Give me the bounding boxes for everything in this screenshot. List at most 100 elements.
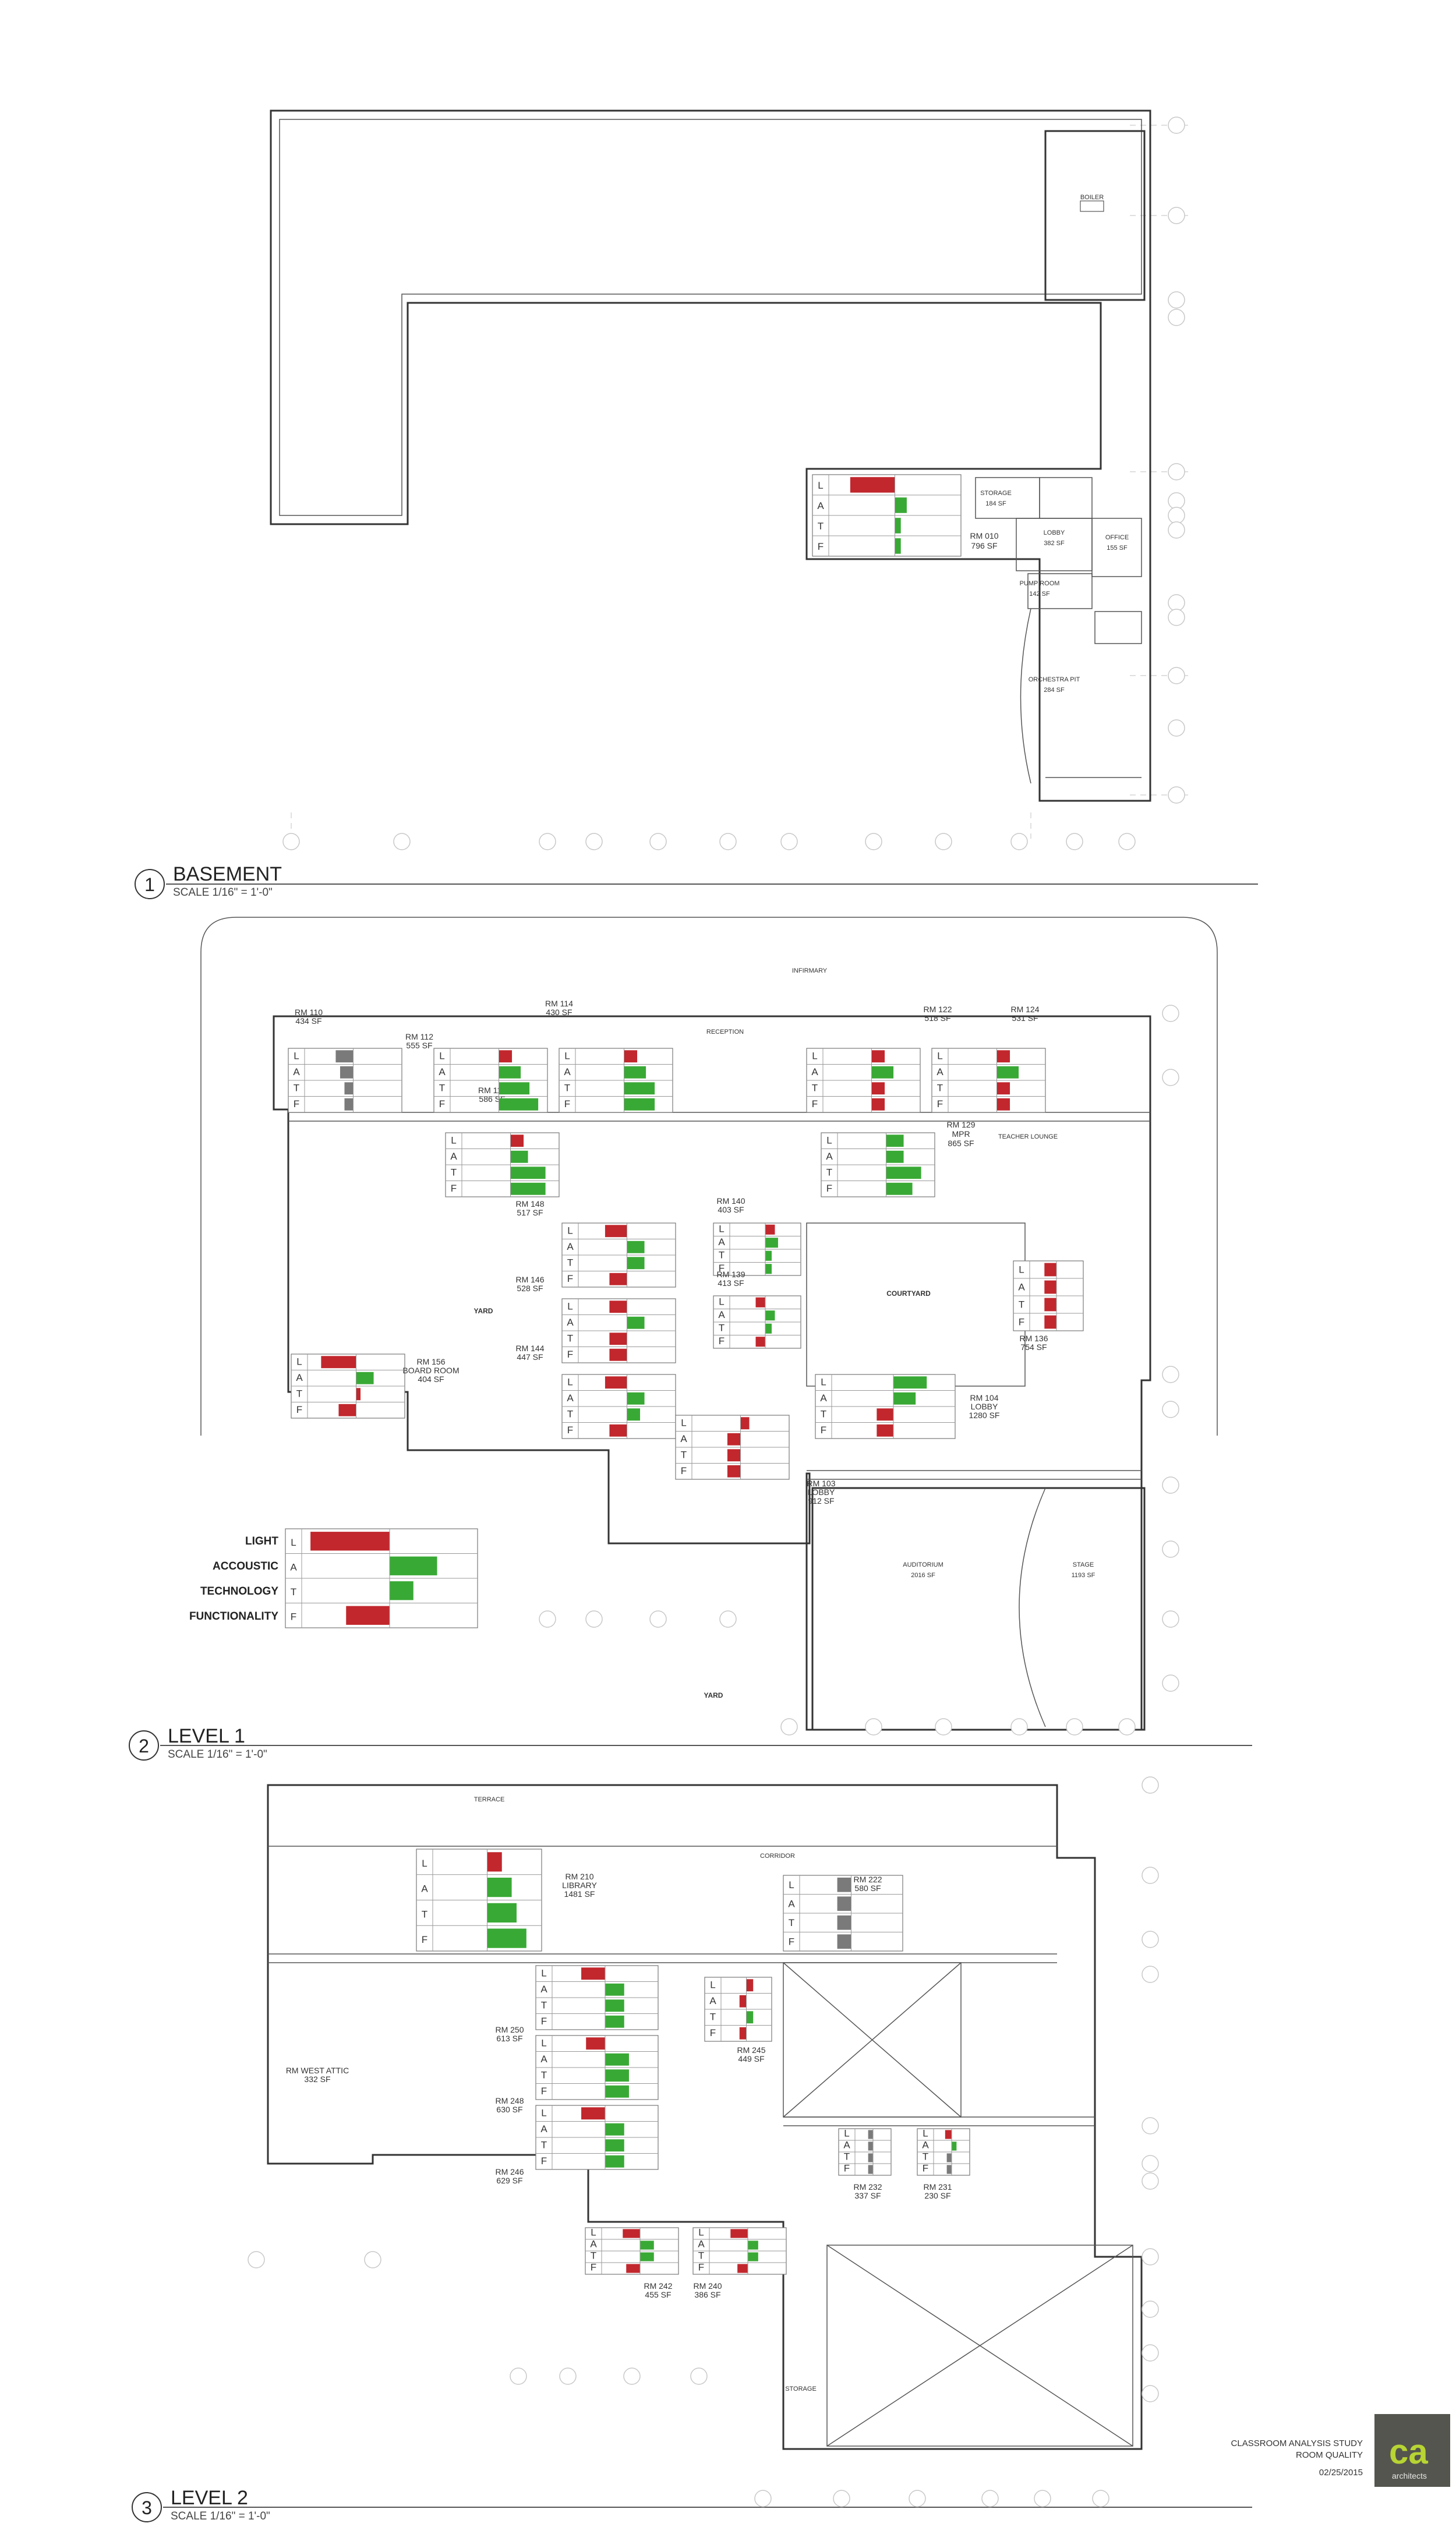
latf-letter-f-rm-222: F (789, 1936, 794, 1948)
ca-logo-mark: ca (1389, 2432, 1428, 2471)
room-area-rm-139: 413 SF (718, 1278, 744, 1288)
latf-bar-a-rm-114 (624, 1066, 646, 1079)
latf-letter-a-rm-103: A (680, 1433, 687, 1444)
latf-bar-f-rm-222 (837, 1934, 851, 1949)
latf-letter-l-rm-110: L (294, 1051, 299, 1062)
grid-bubble-row-2-10 (1142, 2385, 1159, 2402)
basement-grid (291, 125, 1188, 839)
grid-bubble-col-0-6 (780, 833, 798, 850)
room-area-rm-246: 629 SF (496, 2176, 522, 2185)
room-area-pump: 142 SF (1029, 591, 1050, 598)
room-area-rm-114: 430 SF (546, 1008, 572, 1017)
latf-bar-f-rm-124 (996, 1098, 1010, 1111)
latf-letter-f-rm-103: F (681, 1465, 687, 1476)
latf-bar-a-rm-139 (765, 1310, 775, 1321)
grid-bubble-col-5-2 (909, 2490, 926, 2507)
grid-bubble-col-0-9 (1010, 833, 1028, 850)
latf-bar-l-rm-210 (487, 1852, 502, 1872)
yard-label-south: YARD (704, 1691, 723, 1699)
latf-bar-l-rm-232 (868, 2130, 873, 2139)
room-area-rm-245: 449 SF (738, 2054, 764, 2063)
latf-bar-t-rm-110 (344, 1082, 354, 1095)
latf-bar-f-rm-010 (895, 538, 901, 554)
latf-bar-a-rm-246 (605, 2123, 624, 2136)
latf-letter-t-rm-146: T (567, 1333, 573, 1344)
latf-letter-f-rm-122: F (812, 1098, 818, 1109)
latf-letter-f-rm-136: F (1019, 1316, 1024, 1327)
latf-bar-a-rm-146 (627, 1316, 645, 1329)
level-number-1: 1 (144, 874, 155, 895)
latf-bar-t-rm-232 (868, 2153, 873, 2162)
latf-bar-l-legend (310, 1532, 390, 1551)
latf-bar-f-rm-114 (624, 1098, 655, 1111)
latf-bar-l-rm-129 (886, 1135, 904, 1147)
grid-bubble-row-1-5 (1162, 1540, 1179, 1558)
grid-bubble-row-1-0 (1162, 1005, 1179, 1022)
legend-label-accoustic: ACCOUSTIC (213, 1560, 278, 1572)
grid-bubble-row-0-6 (1168, 507, 1185, 524)
latf-bar-t-rm-148 (627, 1257, 645, 1270)
room-area-auditorium: 2016 SF (911, 1572, 935, 1579)
latf-letter-t-rm-231: T (923, 2151, 928, 2162)
grid-bubble-col-0-0 (282, 833, 300, 850)
latf-bar-a-rm-124 (996, 1066, 1019, 1079)
latf-bar-a-rm-140 (765, 1238, 778, 1248)
latf-bar-l-rm-245 (746, 1979, 754, 1992)
grid-bubble-col-5-3 (981, 2490, 999, 2507)
latf-letter-a-rm-210: A (421, 1883, 428, 1895)
room-label-lobby-b: LOBBY (1044, 529, 1065, 536)
latf-bar-t-rm-112 (499, 1082, 530, 1095)
latf-letter-a-rm-231: A (922, 2140, 929, 2151)
level-2-plan: RM 210 LIBRARY 1481 SF RM 222 580 SF RM … (132, 1784, 1252, 2522)
latf-bar-a-rm-144 (627, 1392, 645, 1405)
latf-bar-f-rm-103 (727, 1465, 741, 1478)
latf-bar-f-rm-250 (605, 2015, 624, 2028)
room-label-rm-144: RM 144 (515, 1344, 544, 1353)
room-area-rm-250: 613 SF (496, 2034, 522, 2043)
latf-letter-f-rm-144: F (567, 1425, 573, 1436)
latf-letter-t-rm-232: T (844, 2151, 850, 2162)
level-1-outer-wall (273, 1015, 1151, 1731)
latf-letter-t-rm-246: T (541, 2140, 547, 2151)
latf-bar-t-rm-246 (605, 2139, 624, 2152)
latf-bar-l-rm-231 (945, 2130, 952, 2139)
room-area-rm-122: 518 SF (924, 1013, 950, 1023)
grid-bubble-col-0-1 (393, 833, 411, 850)
latf-bar-a-legend (390, 1556, 437, 1575)
latf-bar-l-rm-240 (730, 2229, 748, 2238)
room-label-pump: PUMP ROOM (1020, 580, 1060, 587)
latf-letter-t-rm-140: T (719, 1249, 725, 1260)
latf-letter-t-rm-210: T (422, 1909, 427, 1920)
latf-letter-l-rm-117: L (451, 1135, 456, 1146)
level-title-basement: BASEMENT (173, 863, 282, 885)
latf-bar-t-rm-103 (727, 1449, 741, 1462)
room-area-rm-232: 337 SF (854, 2191, 881, 2200)
level-title-level-2: LEVEL 2 (171, 2487, 248, 2509)
latf-letter-l-rm-232: L (844, 2128, 849, 2139)
latf-letter-a-rm-140: A (718, 1236, 725, 1248)
latf-bar-f-rm-245 (739, 2027, 747, 2040)
room-label-teacher-lounge: TEACHER LOUNGE (998, 1133, 1058, 1140)
room-area-rm-222: 580 SF (854, 1883, 881, 1893)
latf-bar-t-rm-222 (837, 1915, 851, 1930)
latf-letter-f-rm-246: F (541, 2155, 547, 2167)
latf-letter-f-rm-139: F (719, 1335, 725, 1347)
grid-bubble-col-0-11 (1118, 833, 1136, 850)
room-area-west-attic: 332 SF (304, 2075, 330, 2084)
latf-letter-t-rm-242: T (591, 2250, 596, 2261)
grid-bubble-col-2-2 (935, 1718, 952, 1736)
latf-bar-a-rm-103 (727, 1433, 741, 1446)
grid-bubble-row-2-3 (1142, 1966, 1159, 1983)
grid-bubble-row-2-6 (1142, 2172, 1159, 2190)
latf-letter-t-rm-222: T (789, 1917, 794, 1928)
grid-bubble-row-0-0 (1168, 116, 1185, 134)
latf-bar-f-rm-117 (510, 1182, 546, 1195)
latf-bar-t-rm-104 (877, 1408, 893, 1421)
latf-bar-l-rm-114 (624, 1050, 638, 1063)
latf-bar-l-rm-248 (586, 2037, 605, 2050)
